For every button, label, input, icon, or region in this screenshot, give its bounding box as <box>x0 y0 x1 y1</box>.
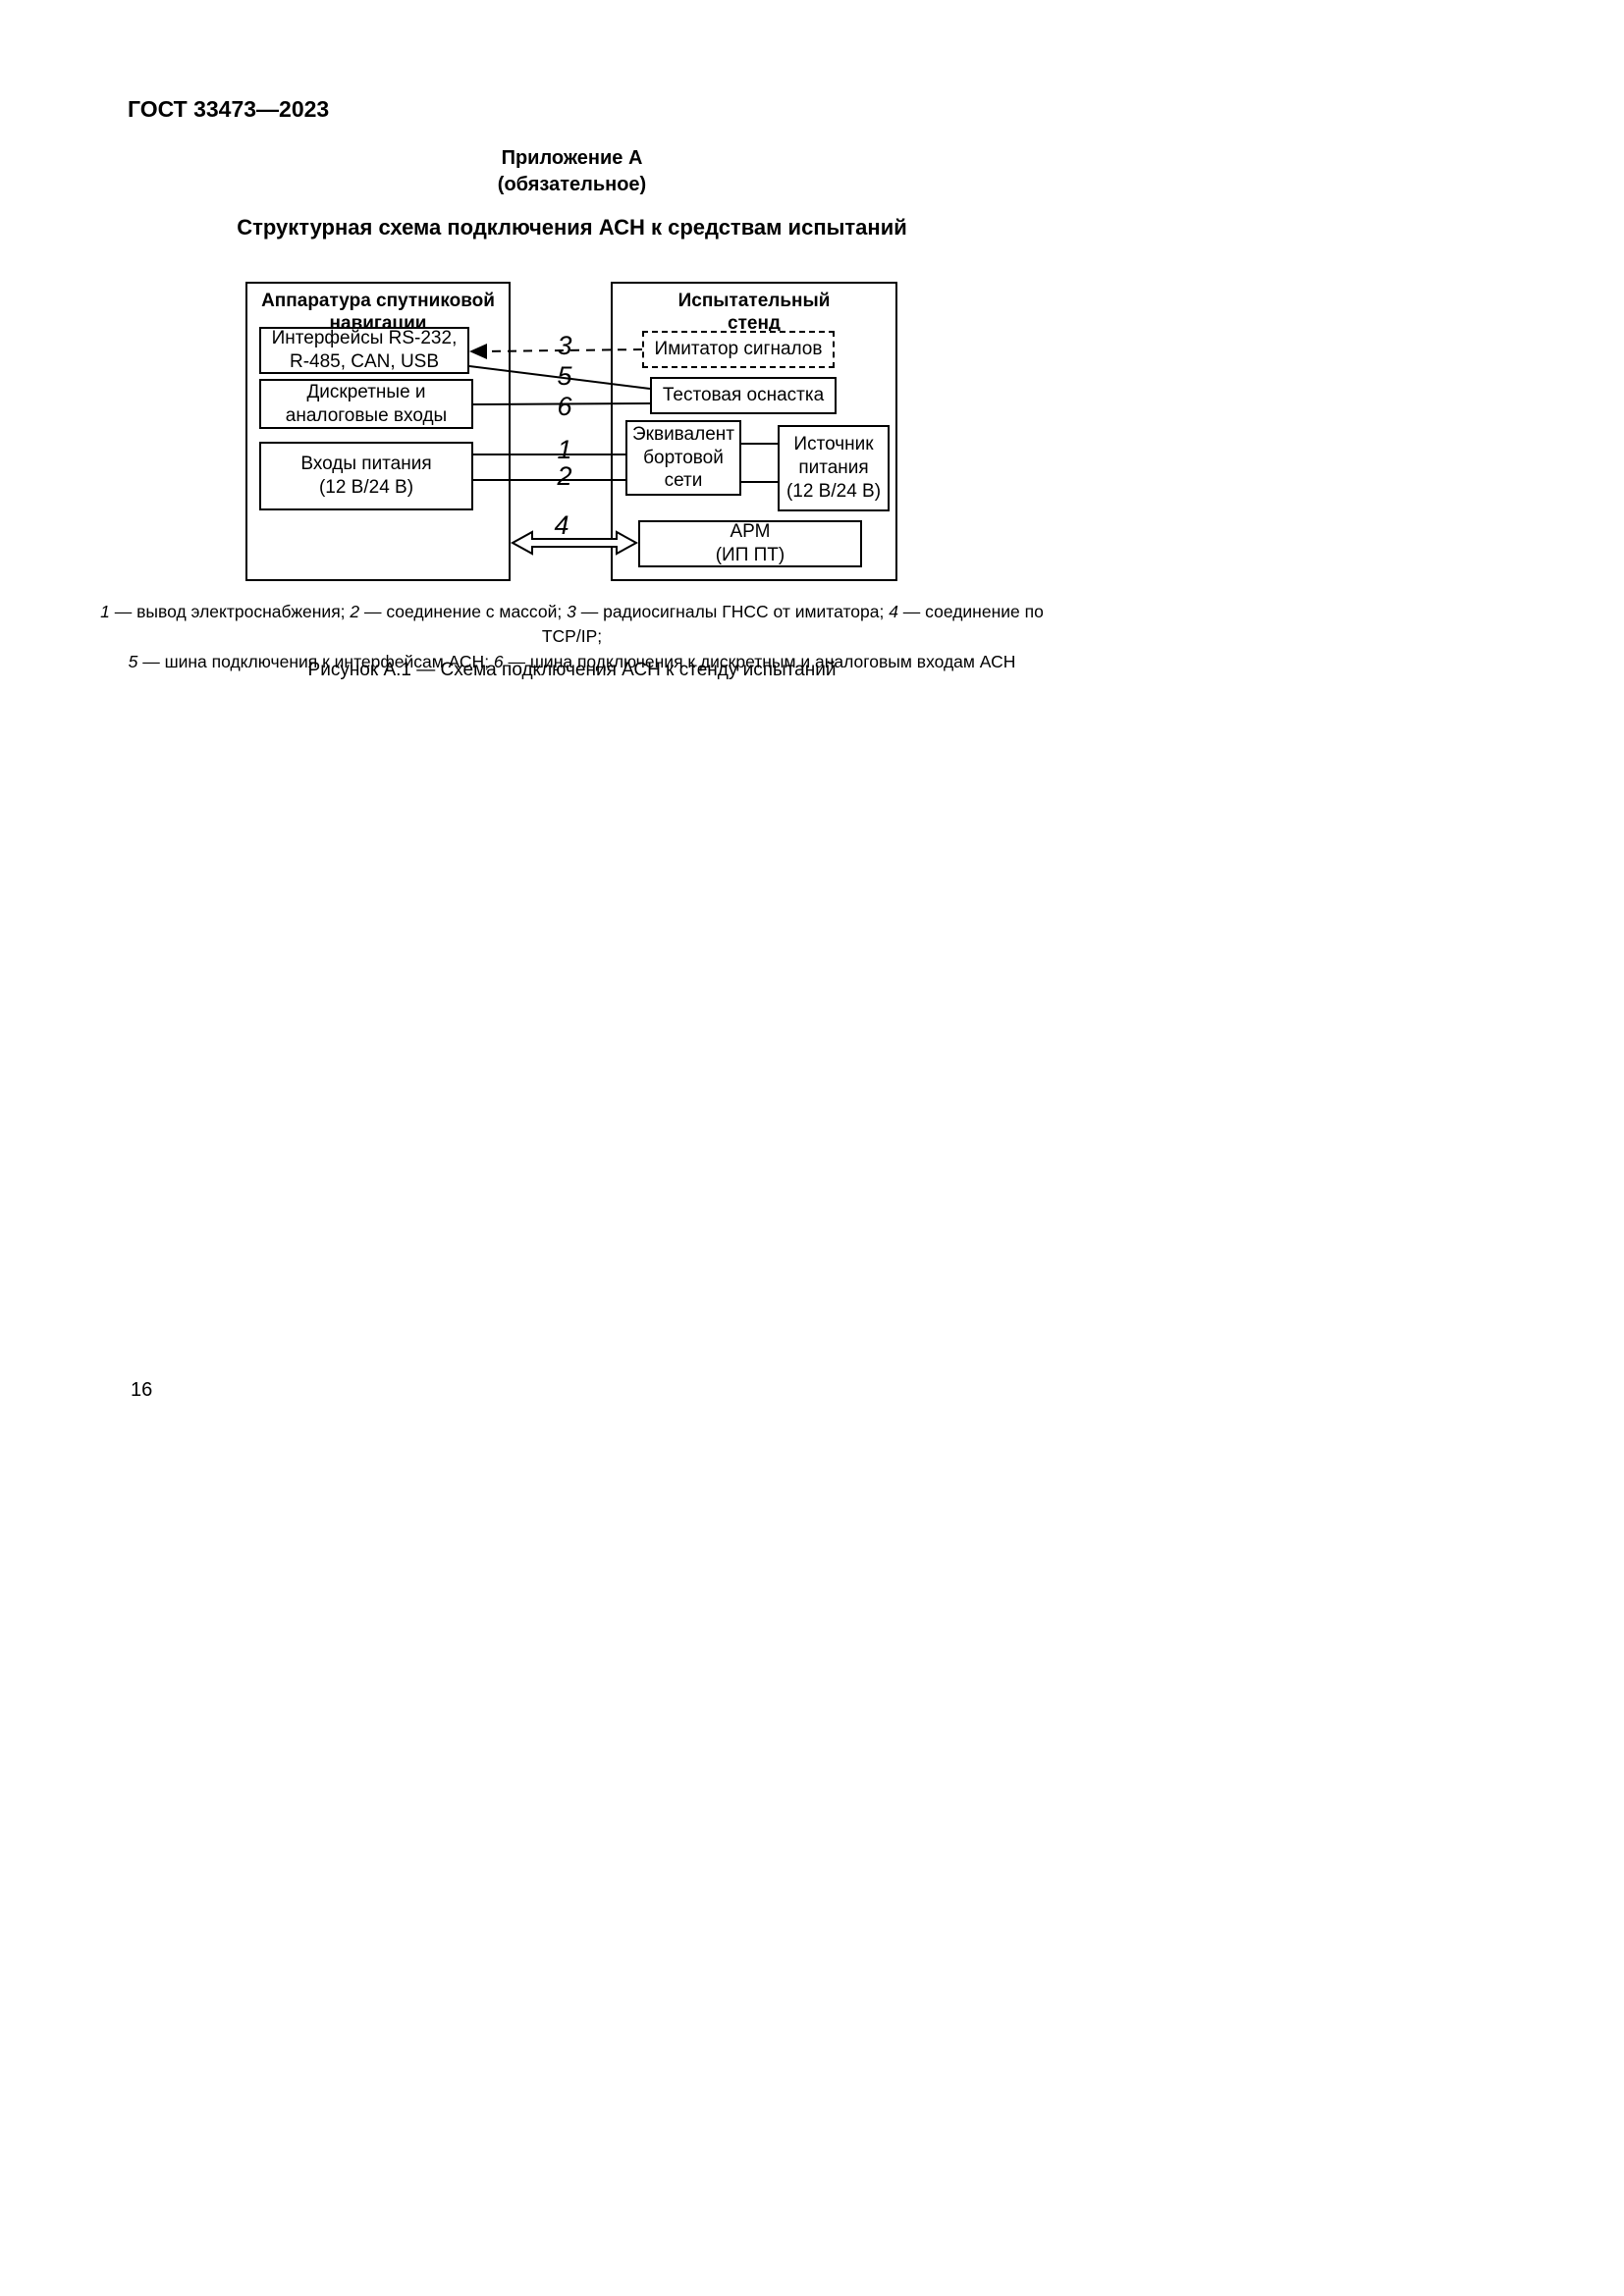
box-discrete-analog-inputs: Дискретные и аналоговые входы <box>259 379 473 429</box>
box-interfaces: Интерфейсы RS-232, R-485, CAN, USB <box>259 327 469 374</box>
box-power-source: Источник питания (12 В/24 В) <box>778 425 890 511</box>
document-header: ГОСТ 33473—2023 <box>128 96 330 122</box>
connector-label-1: 1 <box>557 435 572 464</box>
connector-label-5: 5 <box>557 361 572 391</box>
group-title-test-stand: Испытательный стенд <box>677 291 831 335</box>
section-heading: Структурная схема подключения АСН к сред… <box>237 215 907 240</box>
figure-legend-line-2: 5 — шина подключения к интерфейсам АСН; … <box>128 651 1016 671</box>
connector-label-4: 4 <box>554 510 569 540</box>
connector-label-2: 2 <box>557 461 572 491</box>
page-number: 16 <box>131 1379 153 1401</box>
box-test-rig: Тестовая оснастка <box>650 377 837 414</box>
connector-label-3: 3 <box>557 331 572 360</box>
figure-caption: Рисунок А.1 — Схема подключения АСН к ст… <box>307 660 837 680</box>
appendix-title: Приложение А <box>501 147 643 169</box>
box-arm-workstation: АРМ (ИП ПТ) <box>638 520 862 567</box>
figure-legend: 1 — вывод электроснабжения; 2 — соединен… <box>98 600 1046 674</box>
appendix-subtitle: (обязательное) <box>497 174 647 195</box>
box-power-inputs: Входы питания (12 В/24 В) <box>259 442 473 510</box>
figure-legend-line-1: 1 — вывод электроснабжения; 2 — соединен… <box>100 602 1044 647</box>
box-onboard-network-equivalent: Эквивалент бортовой сети <box>625 420 741 496</box>
box-signal-imitator: Имитатор сигналов <box>642 331 835 368</box>
connector-label-6: 6 <box>557 392 572 421</box>
